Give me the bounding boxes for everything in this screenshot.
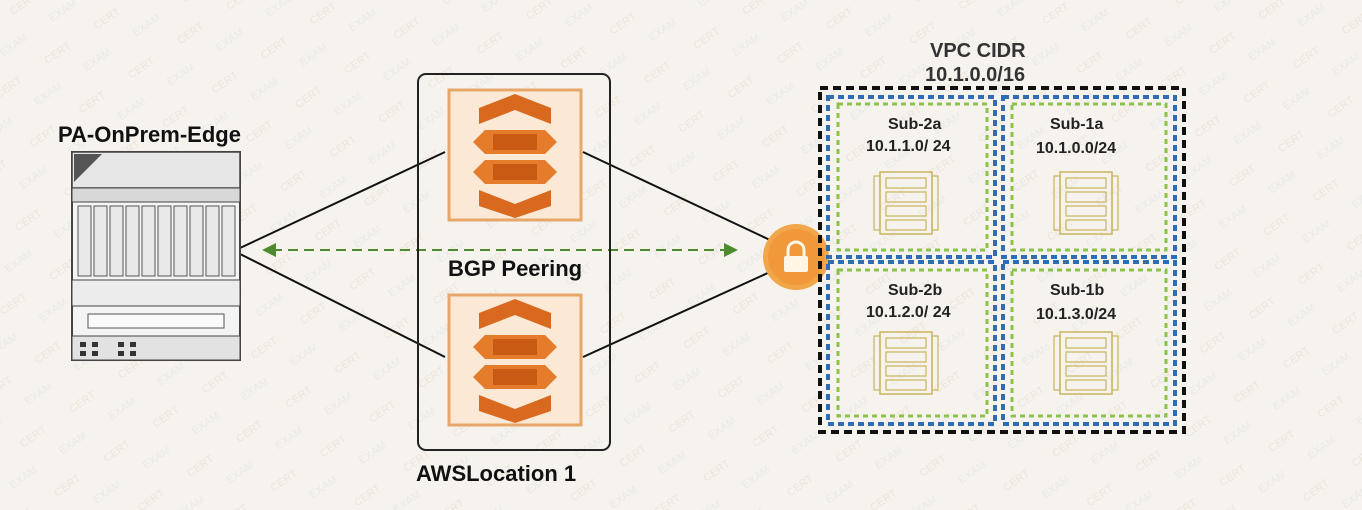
subnet-cidr: 10.1.2.0/ 24 (866, 304, 951, 321)
subnet-sub-2b (826, 260, 997, 426)
firewall-label: PA-OnPrem-Edge (58, 122, 241, 147)
vpc-border (818, 86, 1186, 434)
subnet-cidr: 10.1.1.0/ 24 (866, 138, 951, 155)
bgp-peering-label: BGP Peering (448, 256, 583, 281)
virtual-private-gateway-icon (447, 88, 583, 222)
subnet-cidr: 10.1.0.0/24 (1036, 140, 1117, 157)
subnet-cidr: 10.1.3.0/24 (1036, 306, 1117, 323)
aws-location-label: AWSLocation 1 (416, 461, 577, 486)
subnet-name: Sub-2b (888, 282, 943, 299)
subnet-sub-1b (1001, 260, 1177, 426)
subnet-sub-2a (826, 95, 997, 259)
subnet-name: Sub-1a (1050, 116, 1104, 133)
subnet-name: Sub-2a (888, 116, 942, 133)
vpc-cidr: 10.1.0.0/16 (925, 64, 1026, 86)
virtual-private-gateway-icon (447, 293, 583, 427)
firewall-appliance-icon (71, 151, 241, 361)
router-lock-icon (763, 224, 829, 290)
aws-location-box (417, 73, 611, 451)
subnet-sub-1a (1001, 95, 1177, 259)
connection-lines (239, 151, 771, 358)
vpc-title: VPC CIDR (930, 40, 1026, 62)
bgp-peering-link (262, 243, 738, 257)
subnet-name: Sub-1b (1050, 282, 1105, 299)
